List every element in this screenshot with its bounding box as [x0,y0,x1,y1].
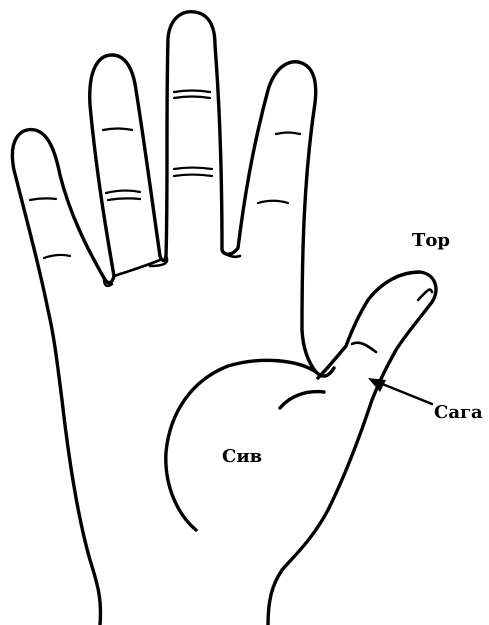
middle-crease-2 [106,191,140,193]
little-crease-2 [258,201,288,203]
thumbnail [418,290,432,300]
label-top: Тор [412,230,450,251]
little-crease-1 [276,133,300,135]
ring-crease-1 [174,91,210,93]
thumb-base-curve [280,392,324,408]
ring-crease-3 [174,168,212,170]
middle-crease-1 [103,129,132,131]
middle-crease-3 [108,198,140,200]
ring-crease-4 [174,175,212,177]
label-saga: Сага [434,402,483,423]
thumb-outline [268,272,436,625]
index-crease-2 [44,255,70,258]
label-siv: Сив [222,446,262,467]
arrow-line [380,383,432,404]
index-crease-1 [30,198,56,200]
thumb-joint [352,343,376,352]
hand-outline [12,12,334,625]
valley-line-2 [114,260,160,276]
ring-crease-2 [174,97,210,99]
